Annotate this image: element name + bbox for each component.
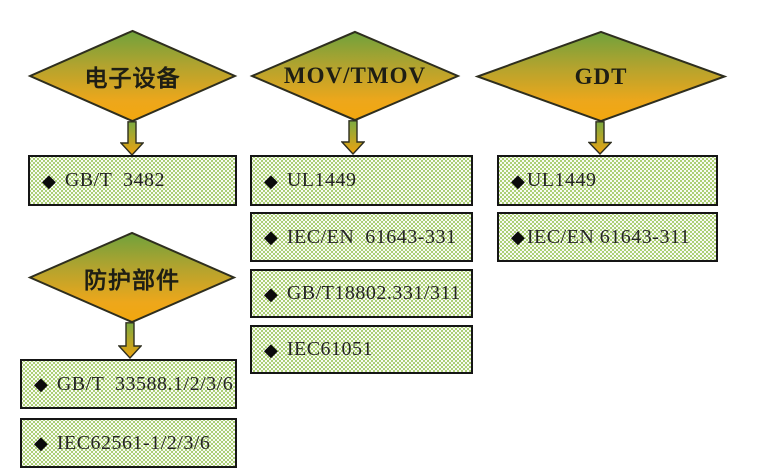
diamond-label: 防护部件 xyxy=(84,267,180,293)
standard-label: GB/T18802.331/311 xyxy=(286,282,461,304)
standard-box: ◆ IEC/EN 61643-311 xyxy=(497,212,718,262)
diamond-shape xyxy=(475,31,727,122)
diamond-bullet-icon: ◆ xyxy=(264,339,278,360)
category-diamond-protection-components: 防护部件 xyxy=(28,232,236,323)
down-arrow-icon xyxy=(120,121,144,156)
standard-box: ◆ GB/T 33588.1/2/3/6 xyxy=(20,359,237,409)
category-diamond-gdt: GDT xyxy=(475,31,727,122)
diamond-label: GDT xyxy=(574,63,628,89)
standard-box: ◆ IEC61051 xyxy=(250,325,473,374)
diamond-bullet-icon: ◆ xyxy=(264,170,278,191)
standard-box: ◆ GB/T 3482 xyxy=(28,155,237,206)
standard-label: UL1449 xyxy=(526,169,597,191)
diamond-bullet-icon: ◆ xyxy=(34,374,48,394)
diamond-bullet-icon: ◆ xyxy=(264,227,278,247)
diamond-shape xyxy=(28,232,236,323)
diamond-bullet-icon: ◆ xyxy=(42,170,56,191)
standard-box: ◆ IEC/EN 61643-331 xyxy=(250,212,473,262)
diamond-bullet-icon: ◆ xyxy=(511,227,525,247)
standard-label: GB/T 3482 xyxy=(64,169,166,191)
category-diamond-mov-tmov: MOV/TMOV xyxy=(250,31,460,121)
standard-label: IEC/EN 61643-331 xyxy=(286,225,457,248)
standard-box: ◆ GB/T18802.331/311 xyxy=(250,269,473,318)
standard-label: IEC62561-1/2/3/6 xyxy=(56,431,211,454)
diamond-label: MOV/TMOV xyxy=(283,63,427,88)
standard-box: ◆ UL1449 xyxy=(250,155,473,206)
diamond-label: 电子设备 xyxy=(84,66,181,91)
diamond-bullet-icon: ◆ xyxy=(511,170,525,191)
down-arrow-icon xyxy=(588,121,612,155)
standard-label: UL1449 xyxy=(286,169,357,191)
diamond-shape xyxy=(250,31,460,121)
standard-label: GB/T 33588.1/2/3/6 xyxy=(56,372,234,395)
down-arrow-icon xyxy=(341,120,365,155)
standard-box: ◆ UL1449 xyxy=(497,155,718,206)
diamond-shape xyxy=(28,30,237,122)
diamond-bullet-icon: ◆ xyxy=(34,433,48,453)
standard-box: ◆ IEC62561-1/2/3/6 xyxy=(20,418,237,468)
down-arrow-icon xyxy=(118,322,142,359)
diamond-bullet-icon: ◆ xyxy=(264,283,278,304)
standard-label: IEC61051 xyxy=(286,338,374,360)
category-diamond-electronic-equipment: 电子设备 xyxy=(28,30,237,122)
standard-label: IEC/EN 61643-311 xyxy=(526,225,691,248)
